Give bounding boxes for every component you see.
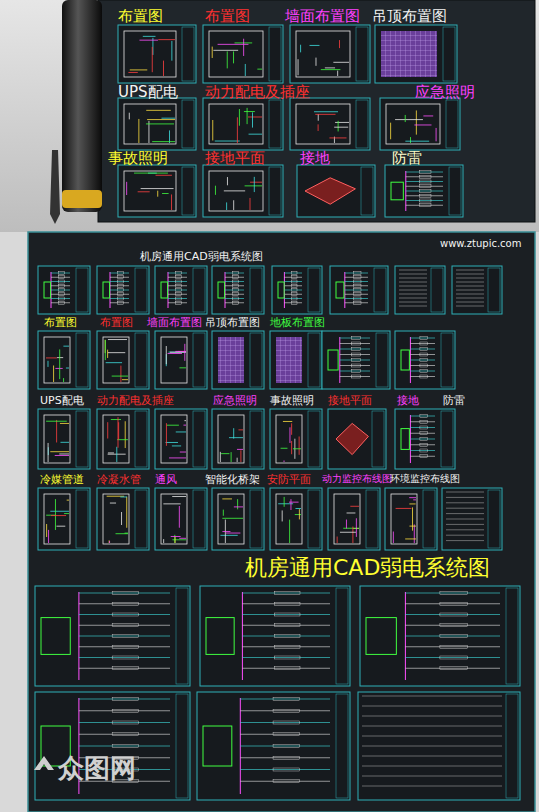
big-title: 机房通用CAD弱电系统图 [245,556,490,580]
sheet-heading: 事故照明 [108,150,168,167]
drawing-sheet [97,331,149,389]
sheet-heading: 墙面布置图 [285,8,360,25]
drawing-sheet [155,266,207,314]
drawing-sheet [35,692,190,800]
drawing-sheet [197,692,350,800]
sheet-heading: 动力配电及插座 [97,395,174,407]
sheet-heading: 接地平面 [328,395,372,407]
sheet-heading: 防雷 [443,395,465,407]
drawing-sheet [200,586,350,686]
sheet-heading: UPS配电 [40,395,84,407]
sheet-heading: 布置图 [44,317,77,329]
drawing-sheet [272,266,322,314]
drawing-sheet [322,331,390,389]
drawing-sheet [118,25,196,83]
drawing-sheet [360,586,520,686]
drawing-sheet [203,25,283,83]
sheet-heading: 布置图 [205,8,250,25]
drawing-sheet [97,266,149,314]
drawing-sheet [212,266,264,314]
backdrop [0,0,539,232]
drawing-sheet [270,409,322,469]
drawing-sheet [155,331,207,389]
sheet-heading: 防雷 [392,150,422,167]
drawing-sheet [395,409,455,469]
drawing-sheet [385,488,437,550]
drawing-sheet [38,409,90,469]
drawing-sheet [270,331,322,389]
drawing-sheet [118,98,196,150]
sheet-heading: 动力监控布线图 [322,474,392,484]
sheet-heading: 通风 [155,474,177,486]
sheet-heading: 吊顶布置图 [205,317,260,329]
sheet-heading: 墙面布置图 [147,317,202,329]
drawing-sheet [97,488,149,550]
sheet-heading: 地板布置图 [270,317,325,329]
scroll-cap [62,190,102,208]
sheet-heading: 智能化桥架 [205,474,260,486]
drawing-sheet [395,266,445,314]
drawing-sheet [38,266,90,314]
sheet-heading: 布置图 [100,317,133,329]
sheet-heading: 布置图 [118,8,163,25]
top-sheet [98,0,535,222]
drawing-sheet [155,409,207,469]
sheet-heading: 环境监控布线图 [390,474,460,484]
sheet-heading: 接地平面 [205,150,265,167]
drawing-sheet [38,488,90,550]
drawing-sheet [35,586,190,686]
drawing-sheet [212,331,264,389]
drawing-sheet [328,488,380,550]
drawing-sheet [38,331,90,389]
page-title: 机房通用CAD弱电系统图 [140,251,263,263]
sheet-heading: 冷媒管道 [40,474,84,486]
drawing-sheet [330,266,388,314]
sheet-heading: 动力配电及插座 [205,84,310,101]
drawing-sheet [358,692,520,800]
sheet-heading: 冷凝水管 [97,474,141,486]
sheet-heading: 安防平面 [267,474,311,486]
drawing-sheet [385,165,463,217]
watermark: 众图网 [58,754,136,783]
site-url: www.ztupic.com [440,238,521,249]
sheet-heading: 吊顶布置图 [372,8,447,25]
drawing-sheet [380,98,460,150]
sheet-heading: 接地 [300,150,330,167]
drawing-sheet [118,165,196,217]
sheet-heading: 事故照明 [270,395,314,407]
drawing-sheet [203,165,283,217]
drawing-sheet [212,409,264,469]
drawing-sheet [297,165,375,217]
drawing-sheet [452,266,502,314]
drawing-sheet [328,409,386,469]
drawing-sheet [270,488,322,550]
sheet-heading: 接地 [397,395,419,407]
drawing-sheet [375,25,457,83]
sheet-heading: 应急照明 [415,84,475,101]
watermark-logo [34,756,54,770]
scroll-tube [62,0,102,212]
drawing-sheet [290,25,370,83]
sheet-heading: 应急照明 [213,395,257,407]
drawing-sheet [442,488,502,550]
drawing-sheet [395,331,455,389]
drawing-sheet [155,488,207,550]
main-board [28,232,535,812]
drawing-sheet [203,98,283,150]
sheet-heading: UPS配电 [118,84,178,101]
pen [50,150,60,224]
drawing-sheet [212,488,264,550]
drawing-sheet [290,98,370,150]
drawing-sheet [97,409,149,469]
